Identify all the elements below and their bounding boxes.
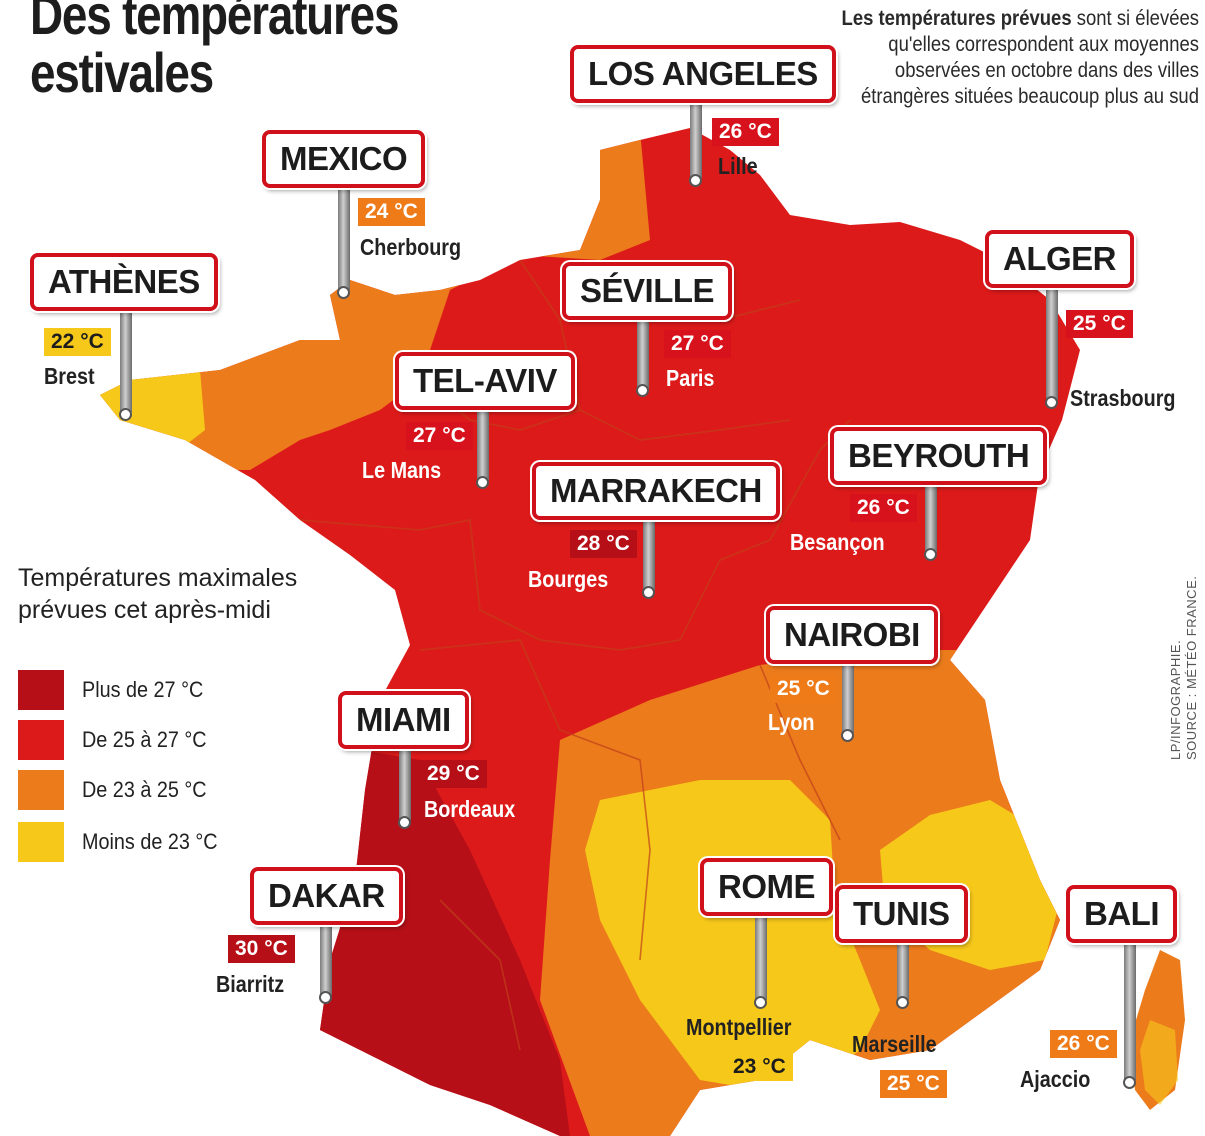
city-location-dot [642,586,655,599]
foreign-city-sign: TUNIS [835,885,968,943]
sign-pole [477,400,489,480]
city-location-dot [636,384,649,397]
sign-pole [338,180,350,290]
city-location-dot [841,729,854,742]
temperature-badge: 25 °C [880,1070,947,1098]
temperature-badge: 22 °C [44,328,111,356]
sign-pole [690,95,702,178]
temperature-badge: 30 °C [228,935,295,963]
city-location-dot [896,996,909,1009]
temperature-badge: 28 °C [570,530,637,558]
foreign-city-sign: BALI [1066,885,1177,943]
sign-pole [897,935,909,1000]
city-location-dot [476,476,489,489]
legend-swatch [18,822,64,862]
sign-pole [320,917,332,995]
temperature-badge: 29 °C [420,760,487,788]
temperature-badge: 26 °C [712,118,779,146]
foreign-city-sign: NAIROBI [766,606,938,664]
foreign-city-sign: SÉVILLE [562,262,733,320]
city-location-dot [337,286,350,299]
french-city-label: Strasbourg [1070,385,1176,411]
city-location-dot [1045,396,1058,409]
foreign-city-sign: ROME [700,858,833,916]
sign-pole [1046,280,1058,400]
legend-title: Températures maximales prévues cet après… [18,564,298,624]
temperature-badge: 27 °C [406,422,473,450]
legend-swatch [18,770,64,810]
city-location-dot [398,816,411,829]
french-city-label: Lille [718,153,758,179]
legend-label: De 25 à 27 °C [82,727,207,752]
sign-pole [1124,935,1136,1080]
temperature-badge: 26 °C [1050,1030,1117,1058]
credits: LP/INFOGRAPHIE. SOURCE : MÉTÉO FRANCE. [1168,575,1199,760]
foreign-city-sign: DAKAR [250,867,403,925]
french-city-label: Le Mans [362,457,442,483]
french-city-label: Biarritz [216,971,285,997]
city-location-dot [754,996,767,1009]
sign-pole [755,908,767,1000]
foreign-city-sign: MIAMI [338,691,469,749]
french-city-label: Brest [44,363,95,389]
legend-item: De 23 à 25 °C [18,770,220,810]
legend-item: De 25 à 27 °C [18,720,220,760]
sign-pole [399,741,411,820]
french-city-label: Cherbourg [360,234,462,260]
sign-pole [842,656,854,733]
legend-label: De 23 à 25 °C [82,777,207,802]
city-location-dot [319,991,332,1004]
foreign-city-sign: MEXICO [262,130,426,188]
temperature-badge: 25 °C [770,675,837,703]
french-city-label: Montpellier [686,1014,792,1040]
legend-item: Plus de 27 °C [18,670,217,710]
city-location-dot [119,408,132,421]
french-city-label: Lyon [768,709,815,735]
sign-pole [925,478,937,552]
french-city-label: Bourges [528,566,609,592]
city-location-dot [689,174,702,187]
city-location-dot [1123,1076,1136,1089]
french-city-label: Bordeaux [424,796,516,822]
page-title: Des températures estivales [30,0,399,104]
legend-label: Plus de 27 °C [82,677,204,702]
foreign-city-sign: BEYROUTH [830,427,1048,485]
foreign-city-sign: ATHÈNES [30,253,218,311]
french-city-label: Besançon [790,529,885,555]
foreign-city-sign: LOS ANGELES [570,45,836,103]
french-city-label: Paris [666,365,715,391]
sign-pole [637,315,649,388]
legend-item: Moins de 23 °C [18,822,233,862]
legend-label: Moins de 23 °C [82,829,218,854]
foreign-city-sign: MARRAKECH [532,462,780,520]
french-city-label: Marseille [852,1031,937,1057]
intro-text: Les températures prévues sont si élevées… [841,7,1199,108]
temperature-badge: 26 °C [850,494,917,522]
legend-swatch [18,670,64,710]
foreign-city-sign: TEL-AVIV [395,352,575,410]
temperature-badge: 25 °C [1066,310,1133,338]
temperature-badge: 24 °C [358,198,425,226]
legend-swatch [18,720,64,760]
temperature-badge: 27 °C [664,330,731,358]
french-city-label: Ajaccio [1020,1066,1091,1092]
foreign-city-sign: ALGER [985,230,1134,288]
city-location-dot [924,548,937,561]
sign-pole [643,512,655,590]
temperature-badge: 23 °C [726,1053,793,1081]
sign-pole [120,305,132,412]
